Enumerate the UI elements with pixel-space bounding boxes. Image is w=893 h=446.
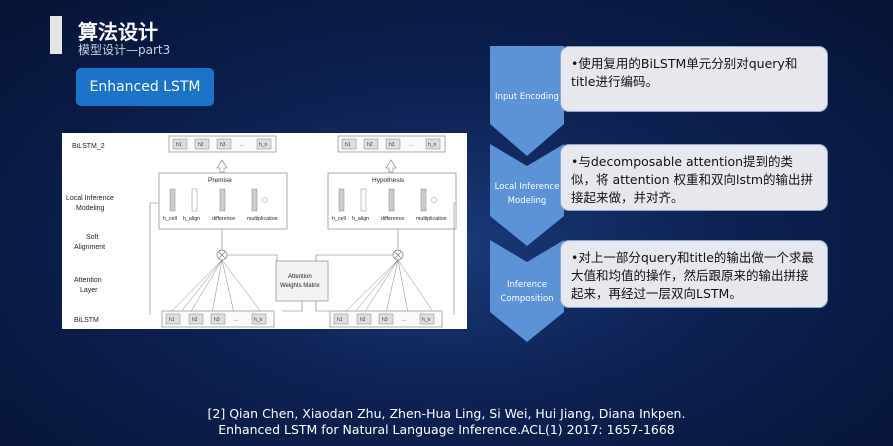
- svg-text:multiplication: multiplication: [416, 216, 447, 222]
- chevron-down-icon: [490, 240, 564, 342]
- svg-text:h3: h3: [382, 317, 388, 323]
- svg-text:...: ...: [402, 317, 406, 323]
- step-label: Input Encoding: [495, 92, 559, 102]
- svg-text:difference: difference: [381, 216, 404, 222]
- step-description: •对上一部分query和title的输出做一个求最大值和均值的操作，然后跟原来的…: [560, 240, 828, 308]
- svg-text:h_n: h_n: [422, 317, 431, 323]
- label-local-inference-1: Local Inference: [66, 195, 114, 202]
- step-description: •使用复用的BiLSTM单元分别对query和title进行编码。: [560, 46, 828, 112]
- reference-line-2: Enhanced LSTM for Natural Language Infer…: [218, 422, 675, 437]
- label-layer: Layer: [80, 287, 98, 294]
- svg-text:...: ...: [409, 142, 413, 148]
- chevron-down-icon: [490, 144, 564, 246]
- label-local-inference-2: Modeling: [76, 205, 105, 212]
- svg-text:h1: h1: [337, 317, 343, 323]
- chevron-down-icon: [490, 46, 564, 156]
- svg-text:h1: h1: [176, 142, 182, 148]
- svg-text:h_cell: h_cell: [332, 216, 346, 222]
- label-bilstm: BiLSTM: [74, 317, 99, 324]
- svg-text:h2: h2: [367, 142, 373, 148]
- esim-architecture-diagram: BiLSTM_2 Local Inference Modeling Soft A…: [62, 133, 467, 329]
- step-description: •与decomposable attention提到的类似，将 attentio…: [560, 144, 828, 211]
- step-label: Local Inference Modeling: [494, 182, 560, 206]
- attention-matrix-label-1: Attention: [288, 274, 312, 280]
- hypothesis-label: Hypothesis: [372, 177, 405, 184]
- title-accent-bar: [50, 16, 62, 54]
- reference-line-1: [2] Qian Chen, Xiaodan Zhu, Zhen-Hua Lin…: [207, 406, 686, 421]
- svg-text:h_n: h_n: [259, 142, 268, 148]
- svg-text:h1: h1: [169, 317, 175, 323]
- svg-text:h_cell: h_cell: [163, 216, 177, 222]
- svg-text:h3: h3: [214, 317, 220, 323]
- svg-text:h2: h2: [360, 317, 366, 323]
- label-alignment: Alignment: [74, 244, 105, 251]
- svg-text:...: ...: [234, 317, 238, 323]
- svg-text:h1: h1: [345, 142, 351, 148]
- svg-text:h_n: h_n: [254, 317, 263, 323]
- premise-label: Premise: [208, 177, 232, 184]
- page-subtitle: 模型设计—part3: [78, 43, 171, 57]
- label-soft: Soft: [86, 234, 99, 241]
- svg-text:h2: h2: [198, 142, 204, 148]
- svg-text:difference: difference: [212, 216, 235, 222]
- svg-text:...: ...: [240, 142, 244, 148]
- label-bilstm2: BiLSTM_2: [72, 143, 105, 150]
- svg-text:h_align: h_align: [183, 216, 200, 222]
- label-attention: Attention: [74, 277, 102, 284]
- step-label: Inference Composition: [500, 280, 554, 304]
- attention-matrix-label-2: Weights Matrix: [280, 283, 320, 289]
- svg-text:h3: h3: [389, 142, 395, 148]
- svg-text:h2: h2: [192, 317, 198, 323]
- svg-text:multiplication: multiplication: [247, 216, 278, 222]
- page-title: 算法设计: [78, 20, 158, 44]
- svg-text:h3: h3: [220, 142, 226, 148]
- svg-text:h_n: h_n: [428, 142, 437, 148]
- svg-text:h_align: h_align: [352, 216, 369, 222]
- enhanced-lstm-badge: Enhanced LSTM: [76, 68, 214, 106]
